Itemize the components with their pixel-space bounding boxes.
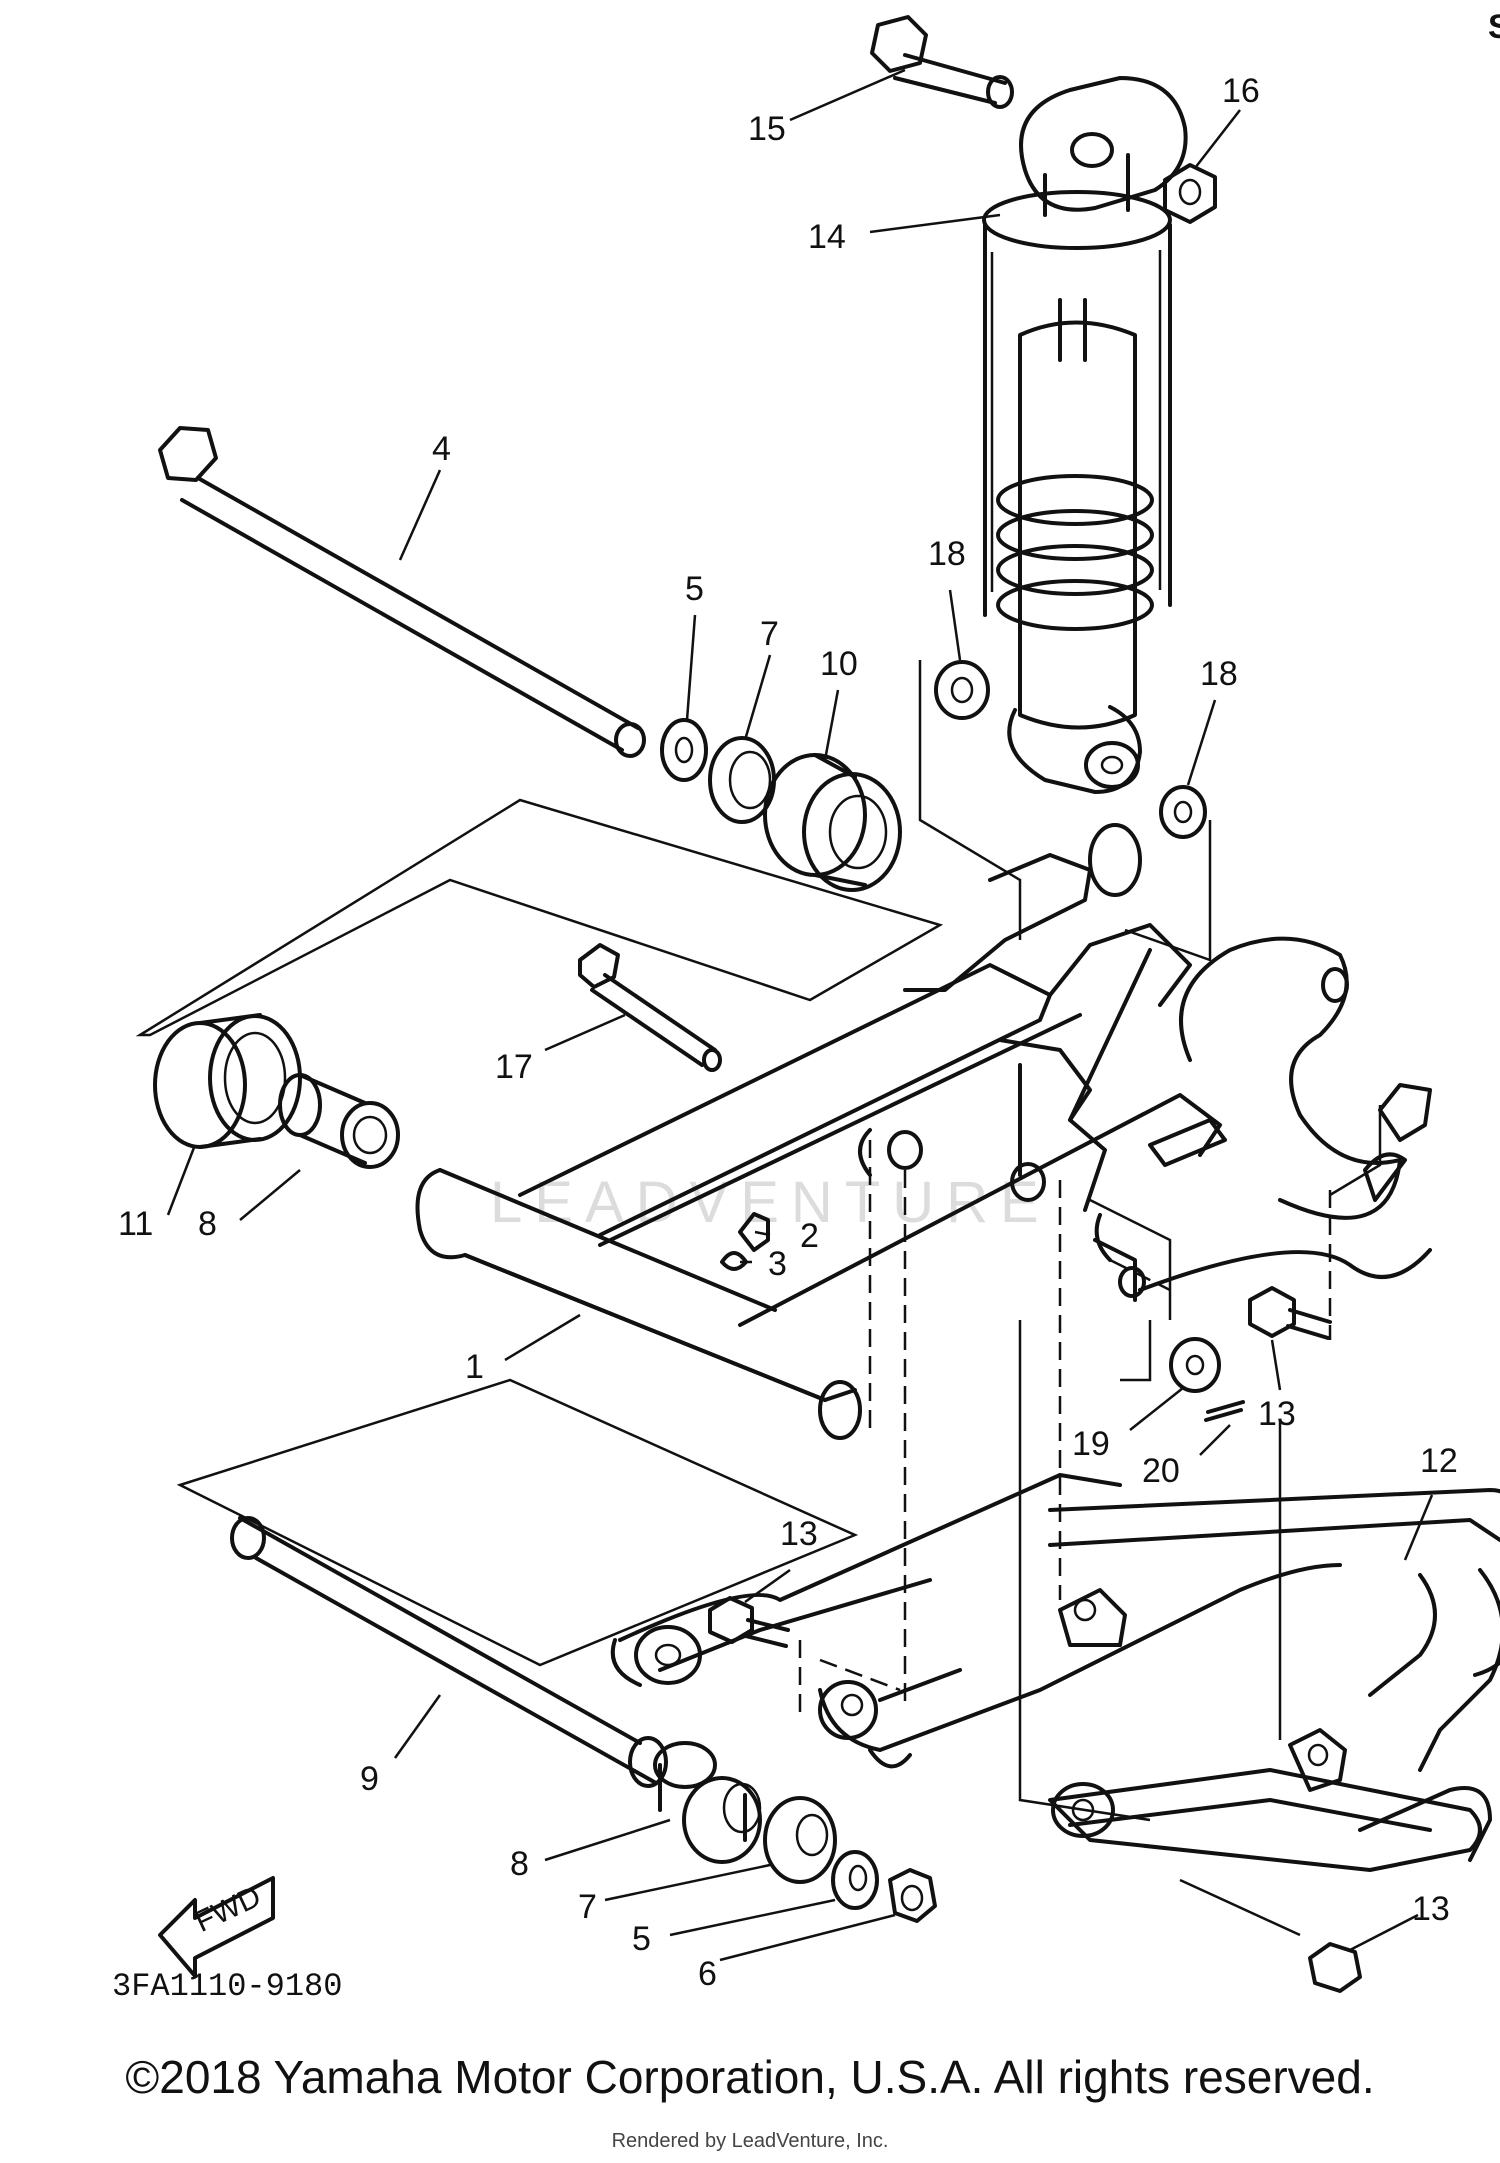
callout-10: 10 bbox=[820, 645, 858, 683]
callout-5-lower: 5 bbox=[632, 1920, 651, 1958]
callout-labels: 1 2 3 4 5 5 6 7 7 8 8 9 10 11 12 13 13 1… bbox=[118, 72, 1458, 1993]
callout-12: 12 bbox=[1420, 1442, 1458, 1480]
swingarm-1 bbox=[415, 823, 1432, 1440]
bushing-10 bbox=[763, 753, 902, 892]
collar-11 bbox=[153, 1013, 302, 1149]
callout-15: 15 bbox=[748, 110, 786, 148]
callout-7-upper: 7 bbox=[760, 615, 779, 653]
grease-nipple-2 bbox=[738, 1212, 770, 1252]
guide-lines bbox=[798, 660, 1382, 1822]
leader-lines bbox=[166, 68, 1434, 1962]
callout-17: 17 bbox=[495, 1048, 533, 1086]
callout-13-bottom: 13 bbox=[1412, 1890, 1450, 1928]
callout-1: 1 bbox=[465, 1348, 484, 1386]
callout-2: 2 bbox=[800, 1217, 819, 1255]
callout-18-left: 18 bbox=[928, 535, 966, 573]
washer-19 bbox=[1169, 1337, 1221, 1393]
callout-11: 11 bbox=[118, 1205, 153, 1243]
bushing-8-lower bbox=[653, 1741, 762, 1864]
bolt-13-left bbox=[708, 1596, 790, 1648]
fwd-label: FWD bbox=[190, 1880, 266, 1939]
pin-17 bbox=[578, 943, 722, 1072]
group-box-upper bbox=[135, 798, 944, 1037]
oil-seal-7-lower bbox=[763, 1796, 837, 1884]
callout-20: 20 bbox=[1142, 1452, 1180, 1490]
clip-20 bbox=[1204, 1400, 1245, 1422]
callout-19: 19 bbox=[1072, 1425, 1110, 1463]
callout-8-upper: 8 bbox=[198, 1205, 217, 1243]
washer-18-lower bbox=[1159, 785, 1207, 839]
drawing-code: 3FA1110-9180 bbox=[112, 1968, 343, 2005]
group-box-lower bbox=[176, 1378, 859, 1667]
nut-6 bbox=[888, 1868, 937, 1923]
callout-6: 6 bbox=[698, 1955, 717, 1993]
callout-3: 3 bbox=[768, 1245, 787, 1283]
callout-18-right: 18 bbox=[1200, 655, 1238, 693]
bolt-13-bottom bbox=[1308, 1942, 1362, 1993]
bolt-15 bbox=[870, 15, 1014, 109]
callout-16: 16 bbox=[1222, 72, 1260, 110]
nut-16 bbox=[1163, 163, 1217, 224]
callout-13-right: 13 bbox=[1258, 1395, 1296, 1433]
callout-5-upper: 5 bbox=[685, 570, 704, 608]
callout-7-lower: 7 bbox=[578, 1888, 597, 1926]
callout-14: 14 bbox=[808, 218, 846, 256]
bolt-13-right bbox=[1248, 1286, 1332, 1340]
callout-4: 4 bbox=[432, 430, 451, 468]
forward-direction-arrow: FWD bbox=[158, 1876, 275, 1978]
washer-18-upper bbox=[934, 660, 990, 720]
callout-8-lower: 8 bbox=[510, 1845, 529, 1883]
watermark: LEADVENTURE bbox=[490, 1170, 1051, 1235]
washer-5-upper bbox=[660, 718, 708, 782]
rear-shock-absorber bbox=[982, 76, 1188, 794]
pivot-shaft-4 bbox=[158, 426, 646, 758]
page-corner-mark: S bbox=[1488, 8, 1500, 46]
callout-13-left: 13 bbox=[780, 1515, 818, 1553]
rendered-by-notice: Rendered by LeadVenture, Inc. bbox=[611, 2130, 889, 2152]
collar-9 bbox=[230, 1516, 668, 1788]
bushing-8-upper bbox=[278, 1073, 400, 1169]
frame-guard-12 bbox=[610, 1473, 1500, 1872]
callout-9: 9 bbox=[360, 1760, 379, 1798]
washer-5-lower bbox=[831, 1850, 879, 1910]
copyright-notice: ©2018 Yamaha Motor Corporation, U.S.A. A… bbox=[125, 2051, 1375, 2103]
